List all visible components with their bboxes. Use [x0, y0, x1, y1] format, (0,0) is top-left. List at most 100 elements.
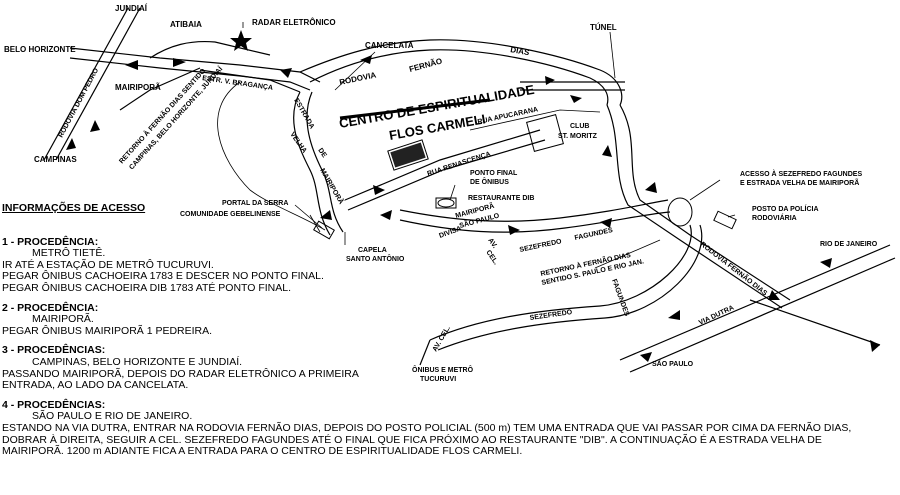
arrow-icon [90, 120, 100, 132]
club-block [526, 114, 564, 152]
road-dom-pedro [43, 7, 129, 161]
label-capela-2: SANTO ANTÔNIO [346, 254, 405, 263]
centre-grid [390, 142, 426, 168]
arrow-icon [570, 95, 582, 103]
label-velha: VELHA [288, 131, 307, 154]
ponto-final-marker [437, 198, 455, 208]
label-mairipora-road: MAIRIPORÃ [318, 167, 346, 206]
label-cancelata: CANCELATA [365, 41, 414, 50]
road-fernao-dias-top [299, 39, 623, 106]
section-4-line: DOBRAR À DIREITA, SEGUIR A CEL. SEZEFRED… [2, 433, 822, 446]
road-mairipora [119, 67, 201, 111]
section-3-origin: CAMPINAS, BELO HORIZONTE E JUNDIAÍ. [32, 355, 243, 368]
section-1-line: PEGAR ÔNIBUS CACHOEIRA DIB 1783 ATÉ PONT… [2, 281, 292, 294]
label-acesso-2: E ESTRADA VELHA DE MAIRIPORÃ [740, 178, 859, 187]
section-3-title: 3 - PROCEDÊNCIAS: [2, 344, 106, 357]
label-mairipora-left: MAIRIPORÃ [115, 83, 161, 92]
arrow-icon [320, 210, 332, 220]
label-onibus-1: ÔNIBUS E METRÔ [412, 365, 474, 374]
label-rio-janeiro: RIO DE JANEIRO [820, 241, 878, 248]
section-4-origin: SÃO PAULO E RIO DE JANEIRO. [32, 410, 193, 423]
direction-arrows [66, 55, 880, 362]
road-sezefredo-lower [437, 224, 703, 351]
road-belo-horizonte [69, 47, 321, 83]
label-de: DE [316, 147, 328, 159]
arrow-icon [173, 58, 186, 67]
arrow-icon [645, 182, 657, 193]
arrow-icon [640, 352, 652, 362]
section-3-line: PASSANDO MAIRIPORÃ, DEPOIS DO RADAR ELET… [2, 367, 359, 380]
label-retorno-fd-2: CAMPINAS, BELO HORIZONTE, JUNDIAÍ [127, 64, 225, 172]
label-estrada: ESTRADA [292, 98, 315, 131]
arrow-icon [545, 76, 555, 85]
road-sezefredo [399, 211, 671, 233]
arrow-icon [125, 60, 138, 70]
interchange-marker [667, 197, 693, 227]
title-pointer [339, 98, 491, 120]
section-4-line: ESTANDO NA VIA DUTRA, ENTRAR NA RODOVIA … [2, 421, 852, 434]
arrow-icon [280, 68, 292, 78]
label-rua-apucarana: RUA APUCARANA [477, 106, 539, 126]
radar-icon [230, 30, 252, 51]
road-rua-renascenca [347, 139, 546, 211]
road-via-dutra [619, 244, 891, 361]
section-1-line: PEGAR ÔNIBUS CACHOEIRA 1783 E DESCER NO … [2, 270, 324, 283]
arrow-icon [820, 258, 832, 268]
label-radar: RADAR ELETRÔNICO [252, 18, 336, 27]
arrow-icon [768, 290, 780, 300]
label-posto-2: RODOVIÁRIA [752, 213, 797, 222]
label-ponto-final-1: PONTO FINAL [470, 170, 518, 177]
arrow-icon [668, 310, 680, 320]
road-fernao-dias-right [606, 104, 783, 309]
road-retorno [217, 81, 326, 231]
road-estrada-velha [293, 91, 331, 236]
label-belo-horizonte: BELO HORIZONTE [4, 45, 76, 54]
arrow-icon [508, 225, 520, 235]
road-braganca [199, 69, 301, 93]
road-av-cel [419, 339, 431, 366]
posto-block [713, 210, 737, 230]
label-atibaia: ATIBAIA [170, 20, 202, 29]
arrow-icon [870, 340, 880, 352]
label-tunel: TÚNEL [590, 23, 617, 32]
label-posto-1: POSTO DA POLÍCIA [752, 204, 819, 213]
road-fernao-dias-top [309, 49, 609, 106]
road-dom-pedro [55, 7, 141, 161]
road-sezefredo-lower [429, 224, 692, 341]
section-1-title: 1 - PROCEDÊNCIA: [2, 235, 99, 248]
road-atibaia [149, 40, 271, 59]
section-3-line: ENTRADA, AO LADO DA CANCELATA. [2, 379, 189, 392]
road-fernao-dias-lower [749, 299, 881, 346]
section-4-title: 4 - PROCEDÊNCIAS: [2, 398, 106, 411]
road-fernao-dias-right [619, 104, 791, 301]
label-sao-paulo: SÃO PAULO [652, 359, 694, 368]
section-2-title: 2 - PROCEDÊNCIA: [2, 301, 99, 314]
road-sezefredo [399, 199, 669, 222]
access-info: INFORMAÇÕES DE ACESSO 1 - PROCEDÊNCIA: M… [2, 202, 898, 458]
label-fernao: FERNÃO [408, 56, 443, 73]
label-av-cel-1: AV. [486, 237, 498, 250]
label-capela-1: CAPELA [358, 247, 387, 254]
restaurant-block [435, 197, 457, 209]
leader-lines [242, 22, 736, 269]
centre-building [387, 139, 429, 171]
label-retorno-fd-1: RETORNO À FERNÃO DIAS SENTIDO [117, 66, 208, 165]
label-campinas: CAMPINAS [34, 155, 77, 164]
label-dias: DIAS [510, 45, 531, 57]
section-2-origin: MAIRIPORÃ. [32, 313, 94, 326]
roads [43, 7, 896, 373]
label-portal-serra: PORTAL DA SERRA [222, 200, 288, 207]
info-heading: INFORMAÇÕES DE ACESSO [2, 202, 146, 214]
arrow-icon [602, 145, 612, 157]
arrow-icon [66, 138, 76, 150]
arrow-icon [373, 185, 385, 195]
label-onibus-2: TUCURUVI [420, 376, 456, 383]
arrow-icon [380, 210, 392, 220]
road-rua-apucarana [469, 109, 601, 131]
label-jundiai: JUNDIAÍ [115, 4, 148, 13]
label-ponto-final-2: DE ÔNIBUS [470, 177, 509, 186]
section-4-line: MAIRIPORÃ. 1200 m ADIANTE FICA A ENTRADA… [2, 445, 523, 458]
label-rodovia: RODOVIA [339, 70, 378, 87]
road-estrada-velha [306, 91, 344, 233]
